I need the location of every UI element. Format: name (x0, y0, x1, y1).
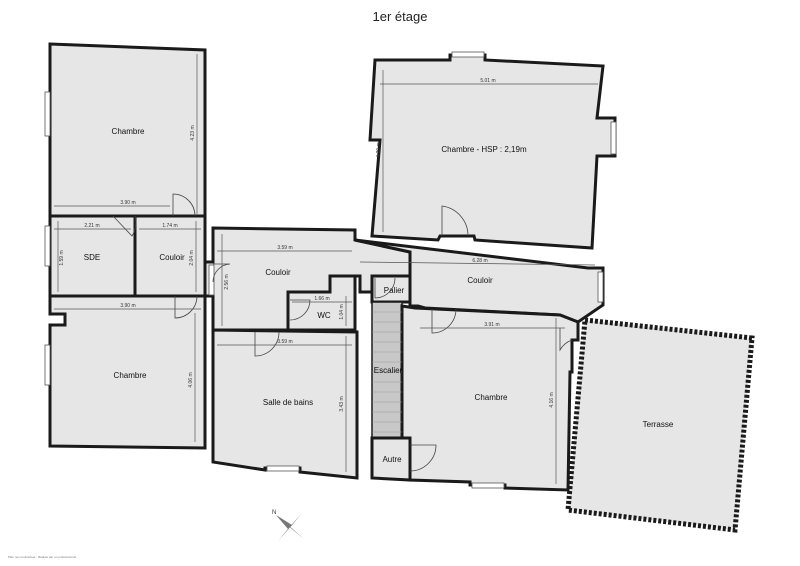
window-chambre-nw (44, 91, 51, 137)
room-autre (370, 436, 412, 482)
window-chambre-se (471, 482, 505, 489)
room-chambre-sw (48, 294, 207, 450)
label-couloir-w: Couloir (159, 253, 185, 262)
dim-chambre-se-w: 3.91 m (484, 322, 499, 328)
label-salle-de-bains: Salle de bains (263, 398, 313, 407)
window-hsp-top (451, 51, 485, 58)
door-couloir-c (212, 263, 231, 283)
door-autre (409, 444, 437, 472)
door-sdb (254, 331, 280, 357)
dim-chambre-sw-w: 3.90 m (120, 303, 135, 309)
dim-couloir-w-w: 1.74 m (162, 223, 177, 229)
dim-chambre-sw-h: 4.06 m (188, 372, 194, 387)
label-couloir-center: Couloir (265, 268, 291, 277)
dim-chambre-hsp-h: 4.30 m (376, 142, 382, 157)
door-chambre-hsp (441, 205, 469, 237)
room-palier (370, 274, 412, 304)
label-terrasse: Terrasse (643, 420, 674, 429)
dim-couloir-e-w: 6.28 m (472, 258, 487, 264)
dim-sdb-h: 3.43 m (339, 396, 345, 411)
door-chambre-se (431, 308, 457, 334)
dim-sde-h: 1.59 m (59, 250, 65, 265)
door-sde (112, 215, 137, 237)
plan-title: 1er étage (372, 9, 428, 24)
label-couloir-e: Couloir (467, 276, 493, 285)
dim-couloir-c-h: 2.56 m (224, 274, 230, 289)
door-chambre-nw (172, 193, 196, 217)
label-chambre-se: Chambre (475, 393, 508, 402)
door-palier (374, 277, 396, 299)
window-sdb (266, 465, 300, 472)
compass-icon (276, 513, 304, 541)
room-chambre-hsp (368, 53, 617, 250)
dim-chambre-se-h: 4.16 m (549, 392, 555, 407)
compass-north-label: N (272, 510, 276, 516)
label-palier: Palier (384, 286, 405, 295)
label-chambre-hsp: Chambre - HSP : 2,19m (441, 145, 527, 154)
label-chambre-nw: Chambre (112, 127, 145, 136)
door-wc (289, 299, 311, 321)
dim-wc-h: 1.04 m (339, 304, 345, 319)
window-hsp-right (610, 121, 617, 155)
dim-chambre-hsp-w: 5.01 m (480, 78, 495, 84)
window-sde (44, 225, 51, 267)
room-salle-de-bains (211, 328, 359, 480)
label-escalier: Escalier (374, 366, 403, 375)
dim-chambre-nw-h: 4.23 m (190, 125, 196, 140)
dim-couloir-w-h: 2.04 m (189, 250, 195, 265)
label-sde: SDE (84, 253, 100, 262)
dim-wc-w: 1.66 m (314, 296, 329, 302)
room-terrasse (565, 317, 755, 533)
window-chambre-sw (44, 344, 51, 386)
door-chambre-sw (174, 295, 198, 319)
window-couloir-c (208, 264, 215, 296)
dim-sdb-w: 3.59 m (277, 339, 292, 345)
label-chambre-sw: Chambre (114, 371, 147, 380)
dim-couloir-c-w: 3.59 m (277, 245, 292, 251)
stair-treads (372, 311, 402, 433)
dim-chambre-nw-w: 3.90 m (120, 200, 135, 206)
dimension-lines (54, 54, 598, 484)
window-couloir-e (597, 271, 604, 303)
label-wc: WC (317, 311, 331, 320)
door-chambre-se-2 (559, 328, 573, 352)
dim-sde-w: 2.21 m (84, 223, 99, 229)
label-autre: Autre (382, 455, 402, 464)
footer-note: Plan non contractuel - Réalisé par un pr… (8, 555, 76, 559)
